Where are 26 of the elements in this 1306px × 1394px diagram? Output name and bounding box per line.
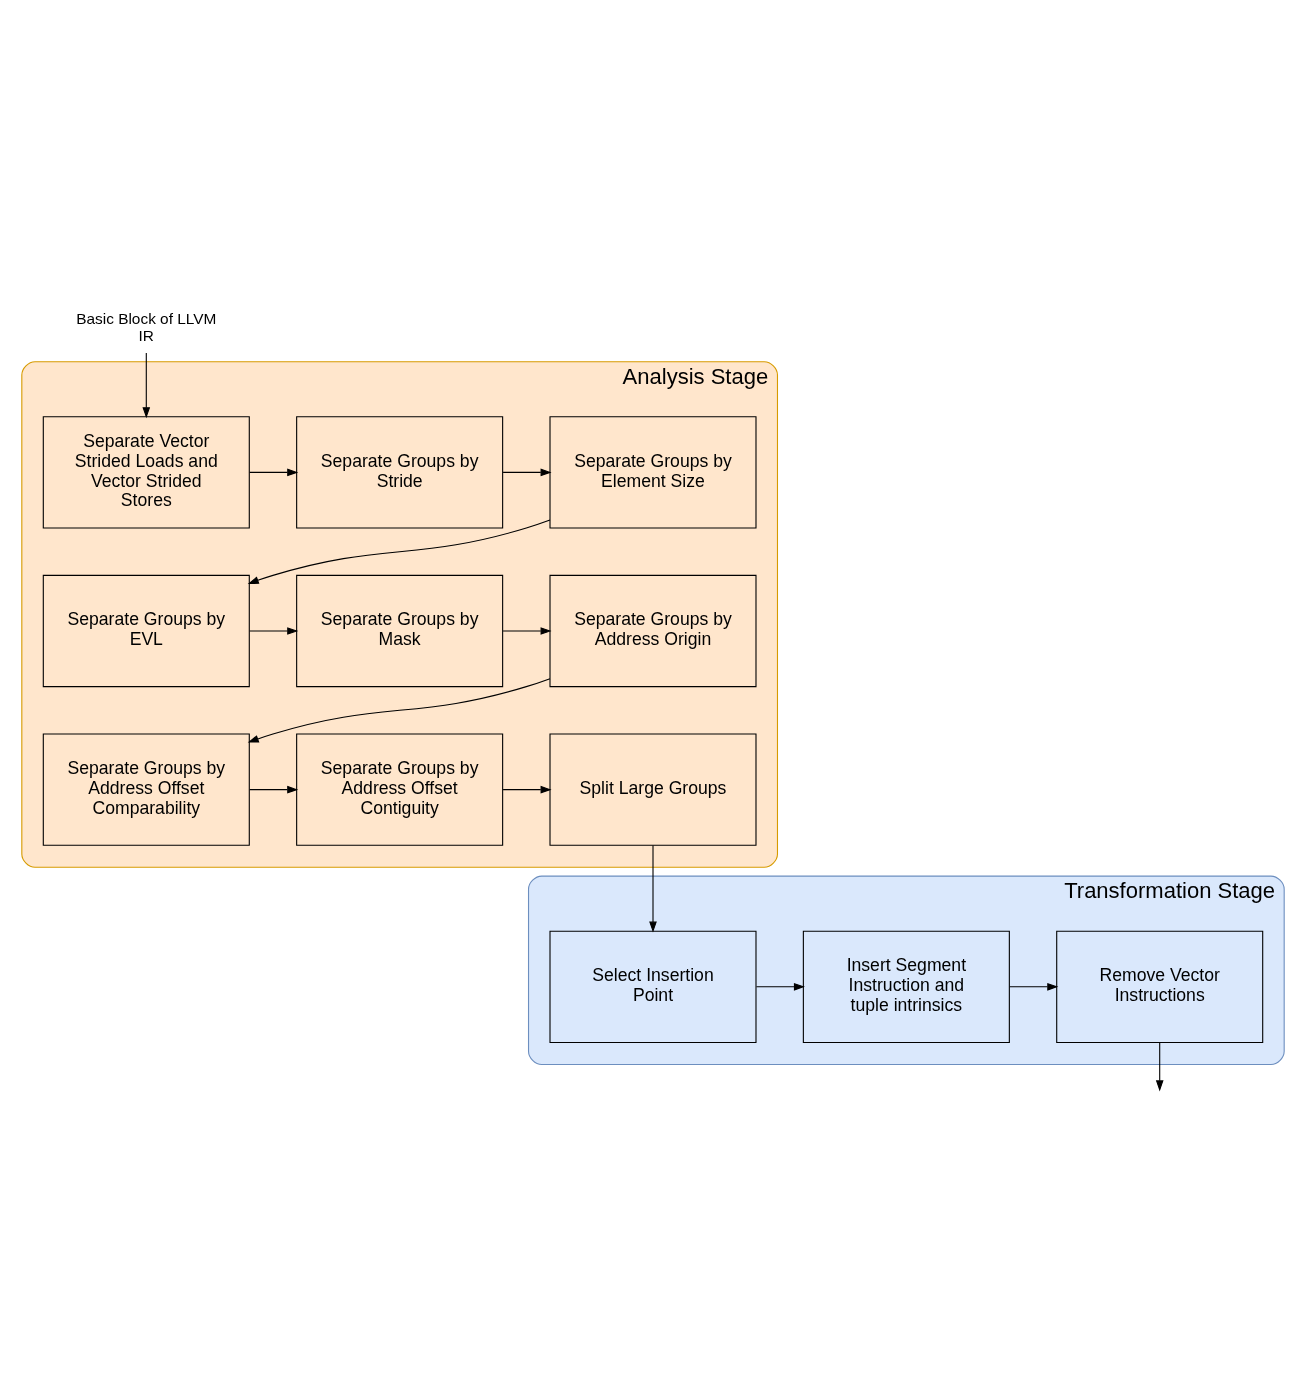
node-box: Separate Groups by EVL <box>42 574 250 687</box>
arrow <box>1009 982 1059 991</box>
arrow <box>249 785 299 793</box>
node-box: Select Insertion Point <box>549 930 757 1043</box>
arrow <box>502 785 552 793</box>
node-box: Separate Groups by Address Offset Contiguity <box>296 732 504 846</box>
arrow <box>249 626 299 635</box>
arrow <box>649 844 657 933</box>
arrow <box>249 468 299 476</box>
node-box: Split Large Groups <box>549 732 757 846</box>
node-box: Separate Groups by Mask <box>296 574 504 687</box>
arrow <box>502 626 552 635</box>
node-box: Separate Groups by Stride <box>296 415 504 529</box>
node-box: Separate Groups by Element Size <box>549 415 757 529</box>
node-box: Separate Vector Strided Loads and Vector Strided Stores <box>42 415 250 529</box>
arrow <box>142 352 151 418</box>
node-text: Basic Block of LLVM IR <box>76 309 217 344</box>
arrow <box>755 982 805 991</box>
node-box: Separate Groups by Address Offset Comparability <box>42 732 250 846</box>
node-box: Separate Groups by Address Origin <box>549 574 757 687</box>
arrow <box>502 468 552 476</box>
node-box: Remove Vector Instructions <box>1056 930 1264 1043</box>
arrow <box>247 677 551 743</box>
arrow <box>1155 1041 1164 1091</box>
arrow <box>247 519 551 584</box>
node-box: Insert Segment Instruction and tuple intrinsics <box>802 930 1010 1043</box>
